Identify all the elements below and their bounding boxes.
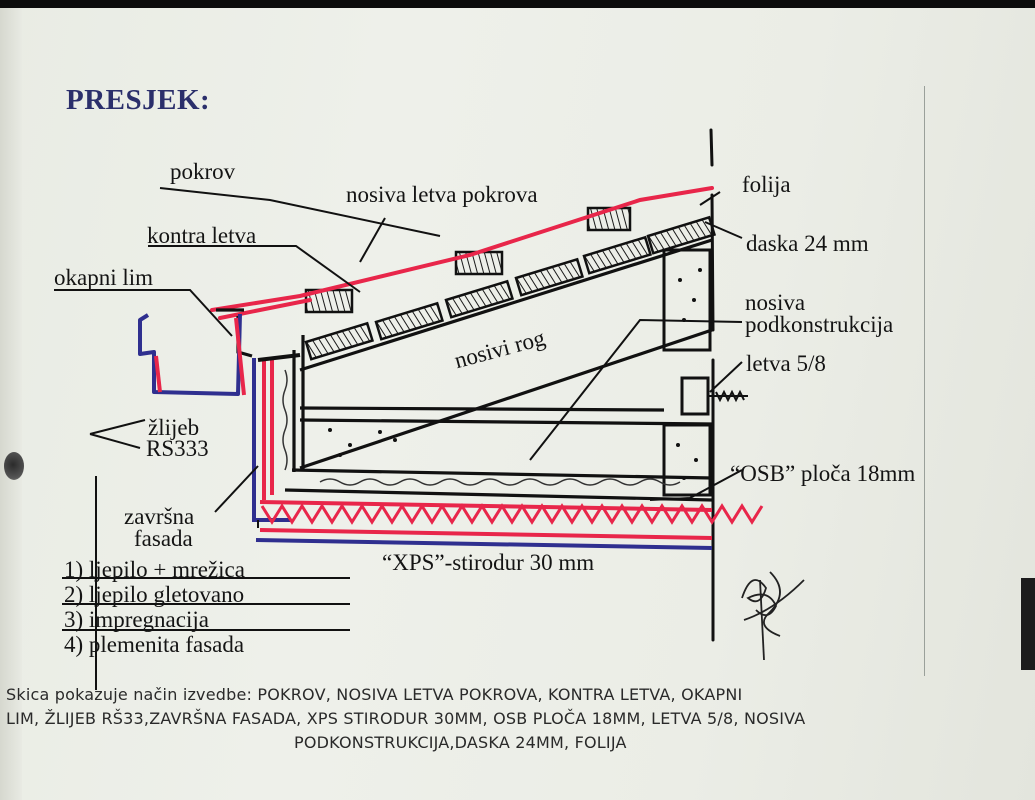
- label-nosiva-letva-pokrova: nosiva letva pokrova: [346, 182, 538, 207]
- rafter-structure: [284, 238, 713, 502]
- slab-dots: [328, 428, 397, 457]
- roof-boards: [304, 215, 717, 361]
- facade-wall: [252, 353, 301, 522]
- xps-band: [255, 500, 764, 550]
- axis-line: [709, 128, 715, 642]
- caption-line-1: Skica pokazuje način izvedbe: POKROV, NO…: [6, 685, 743, 704]
- caption-line-3: PODKONSTRUKCIJA,DASKA 24MM, FOLIJA: [294, 733, 627, 752]
- leader-lines: [54, 187, 743, 528]
- label-fasada: fasada: [134, 526, 193, 551]
- page-edge: [0, 8, 22, 800]
- label-zavrsna: završna: [124, 504, 195, 529]
- label-kontra-letva: kontra letva: [147, 223, 257, 248]
- margin-line: [924, 86, 925, 676]
- page-background: [0, 8, 1035, 800]
- label-zlijeb: žlijeb: [148, 415, 200, 440]
- section-heading: PRESJEK:: [66, 84, 211, 116]
- wall-dots: [676, 268, 702, 480]
- layer-list-lines: [62, 476, 350, 690]
- label-podkonstrukcija: podkonstrukcija: [745, 312, 894, 337]
- insulation-squiggle: [282, 369, 681, 486]
- caption-line-2: LIM, ŽLIJEB RŠ33,ZAVRŠNA FASADA, XPS STI…: [6, 709, 806, 728]
- roof-covering: [210, 186, 714, 320]
- layer-item-1: 1) ljepilo + mrežica: [64, 557, 245, 582]
- label-pokrov: pokrov: [170, 159, 236, 184]
- support-wall: [662, 248, 712, 497]
- layer-item-2: 2) ljepilo gletovano: [64, 582, 245, 607]
- label-folija: folija: [742, 172, 791, 197]
- signature: [741, 571, 805, 661]
- right-edge-shadow: [1021, 578, 1035, 670]
- layer-item-3: 3) impregnacija: [64, 607, 209, 632]
- binder-hole: [4, 452, 24, 480]
- label-okapni-lim: okapni lim: [54, 265, 154, 290]
- label-osb: “OSB” ploča 18mm: [730, 461, 916, 486]
- label-nosiva: nosiva: [745, 290, 806, 315]
- label-letva: letva 5/8: [746, 351, 826, 376]
- label-xps: “XPS”-stirodur 30 mm: [382, 550, 595, 575]
- label-daska: daska 24 mm: [746, 231, 869, 256]
- screw-icon: [708, 389, 748, 403]
- layer-item-4: 4) plemenita fasada: [64, 632, 245, 657]
- gutter: [138, 313, 246, 396]
- label-rs333: RS333: [146, 436, 209, 461]
